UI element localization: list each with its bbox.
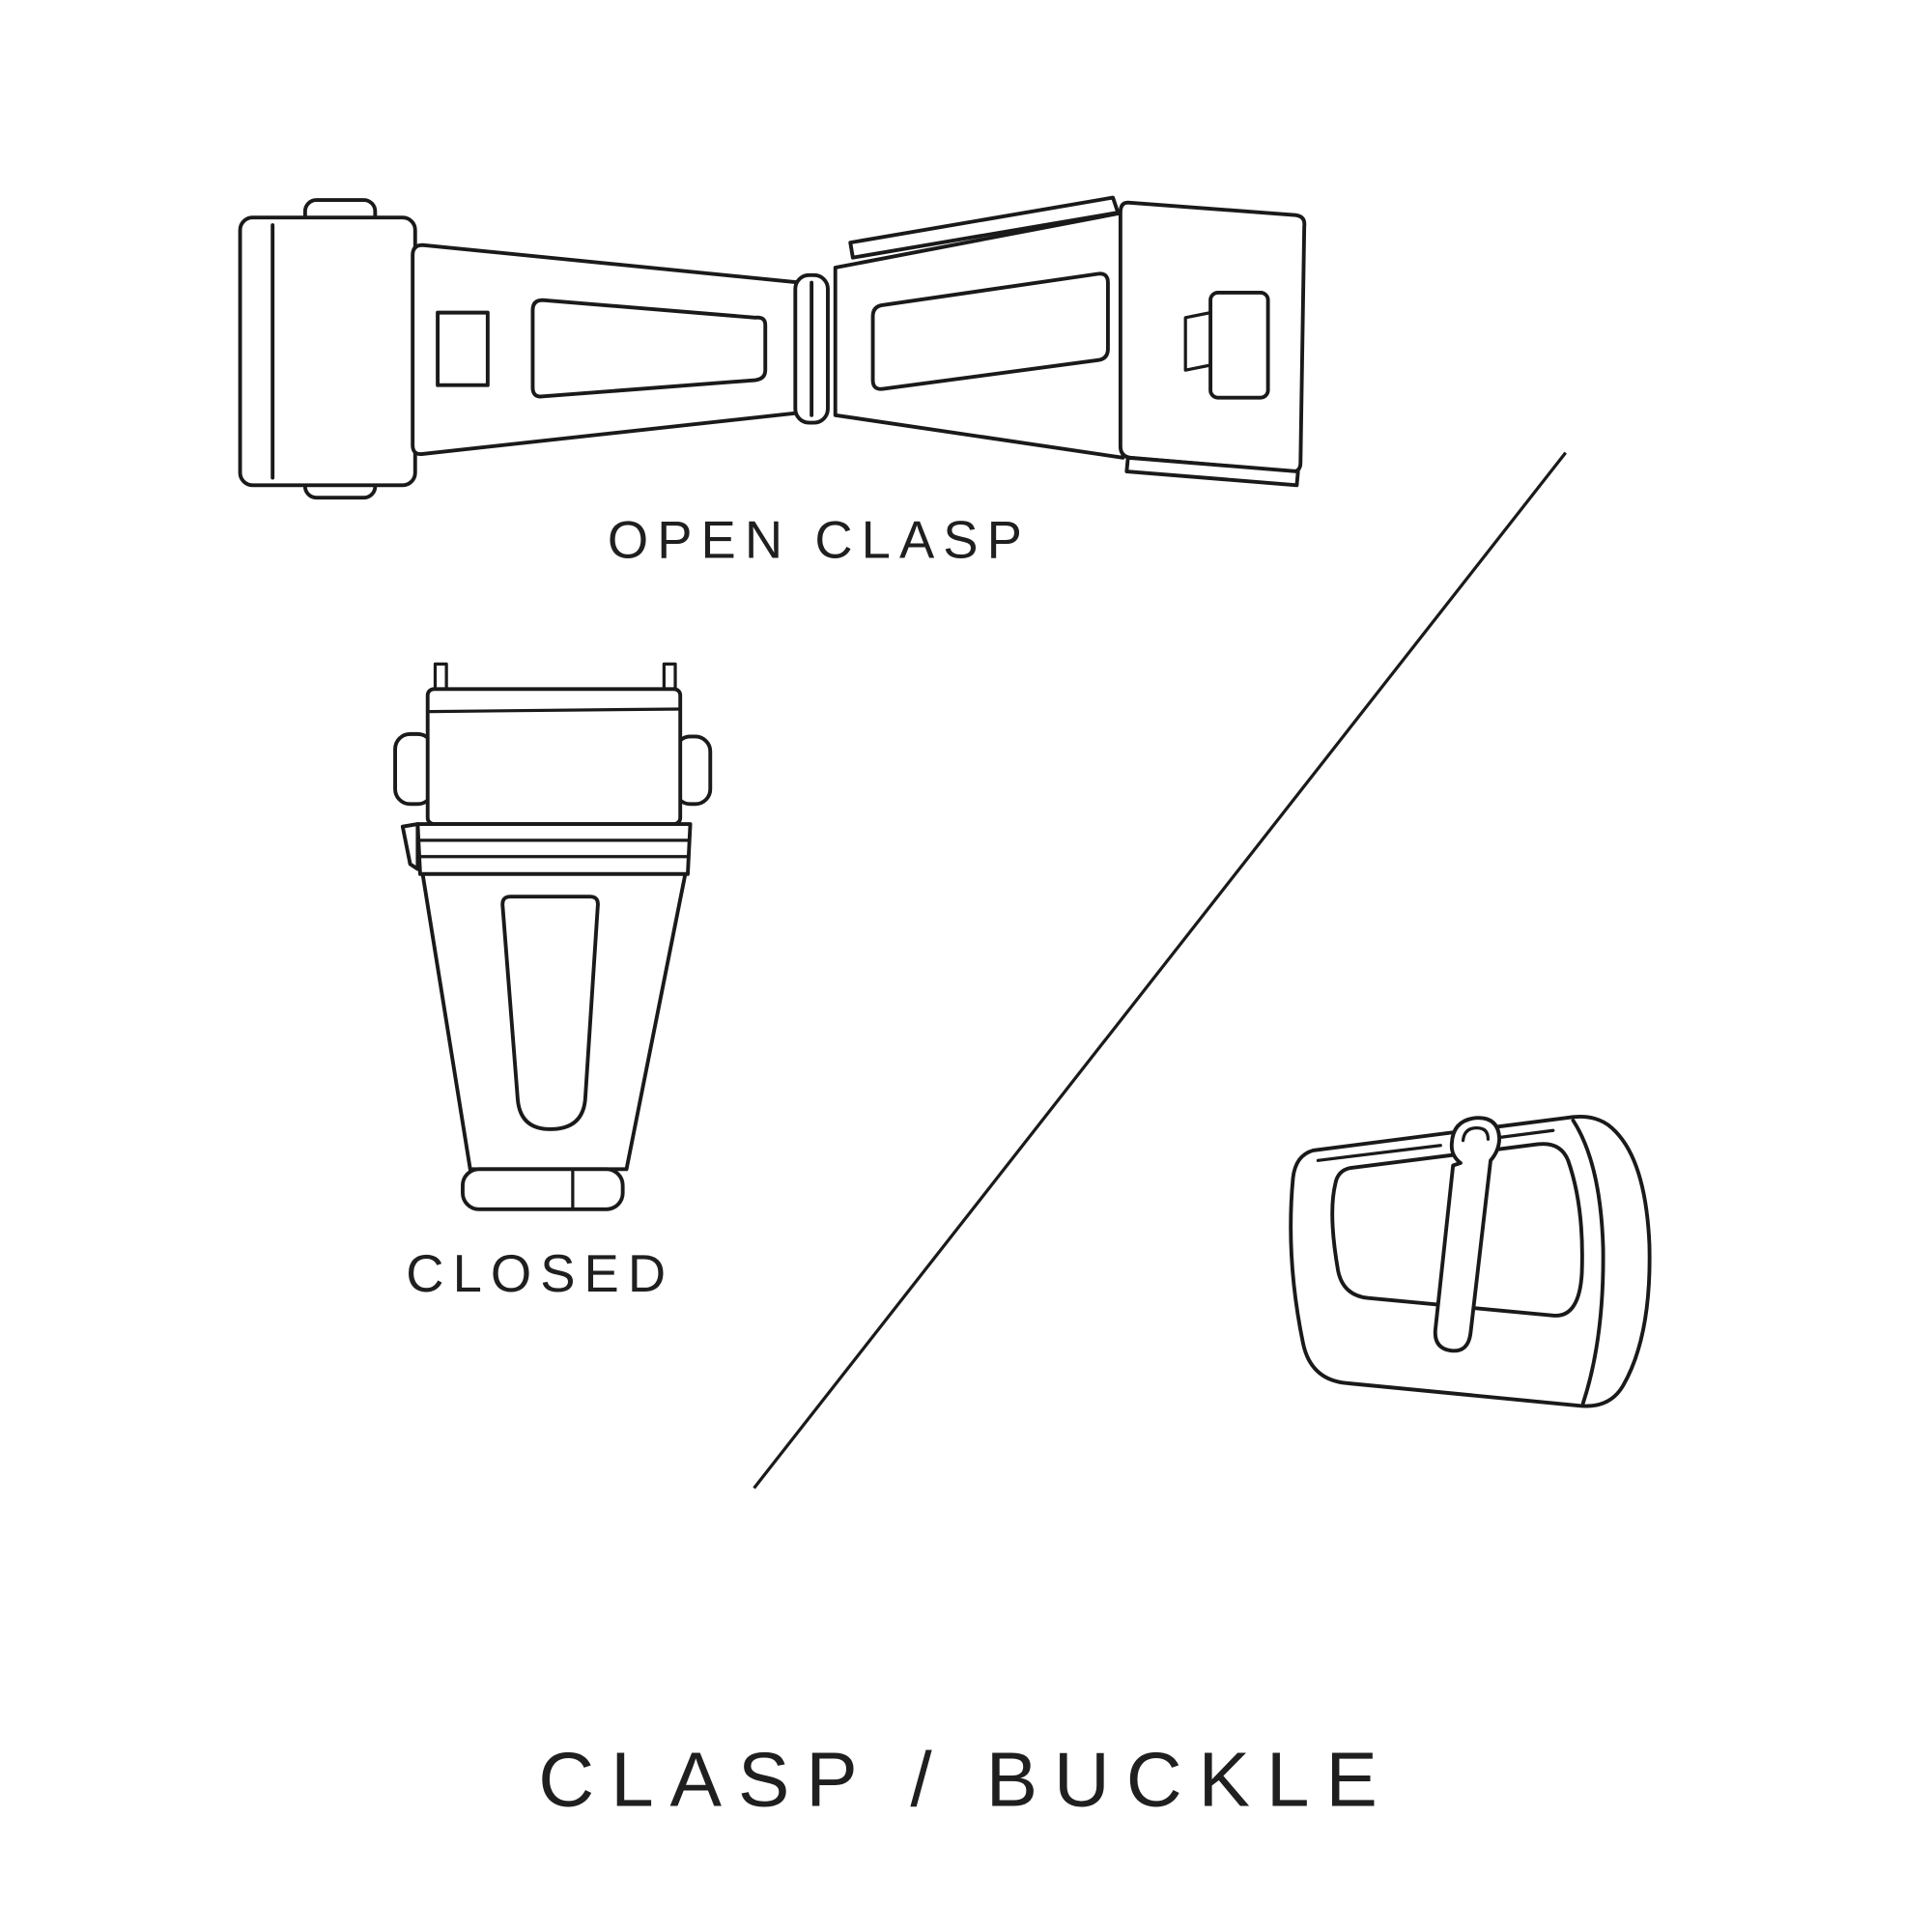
closed-clasp-illustration — [393, 662, 713, 1211]
buckle-tongue — [1433, 1116, 1502, 1353]
open-clasp-left-end-link — [238, 198, 417, 500]
open-clasp-right-blade — [833, 211, 1125, 460]
closed-clasp-side-ears — [393, 731, 713, 807]
open-clasp-hinge — [793, 272, 830, 425]
buckle-illustration — [1289, 1115, 1652, 1408]
open-clasp-left-blade — [411, 242, 803, 456]
page-title: CLASP / BUCKLE — [538, 1737, 1394, 1824]
closed-clasp-label: CLOSED — [406, 1244, 675, 1303]
open-clasp-right-end-link — [1118, 200, 1307, 488]
open-clasp-illustration — [238, 195, 1307, 500]
closed-clasp-top-cover — [425, 687, 683, 827]
closed-clasp-foot — [461, 1167, 625, 1211]
closed-clasp-band — [400, 822, 693, 876]
open-clasp-label: OPEN CLASP — [607, 510, 1031, 569]
closed-clasp-body — [420, 871, 688, 1172]
